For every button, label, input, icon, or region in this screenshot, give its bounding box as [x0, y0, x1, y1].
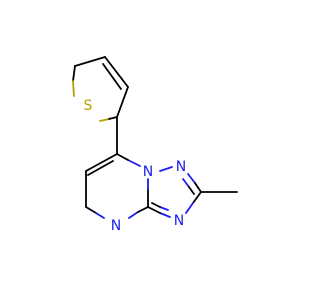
bond-n3-c3a-a — [159, 212, 171, 218]
bridgehead-nitrogen: N — [143, 164, 153, 180]
triazole-nitrogen-2: N — [176, 159, 186, 175]
bond-c3-c4-inner — [102, 63, 122, 90]
pyrimidine-nitrogen: N — [111, 218, 121, 234]
bond-n3-c3a-b — [147, 206, 161, 214]
bond-n1-n2 — [159, 166, 173, 172]
bond-c5-s — [72, 65, 76, 82]
bond-n2-c2-b — [194, 182, 202, 193]
bond-n4-c3a-a — [128, 211, 139, 219]
bond-s-c2b — [108, 116, 118, 120]
bond-n2-c2-double-a — [182, 178, 190, 188]
bond-n2-c2-a — [187, 173, 196, 184]
bond-c2-c3 — [116, 86, 129, 118]
bond-c7-c6-double — [87, 160, 114, 176]
bond-n1-c7-a — [127, 159, 141, 167]
triazole-nitrogen-4: N — [174, 213, 184, 229]
bond-n1-c7-b — [116, 153, 129, 161]
bond-n4-c3a-b — [137, 206, 149, 213]
bond-c7-c6 — [85, 153, 118, 172]
atom-labels: S N N N N — [84, 98, 187, 234]
bond-c3-c4 — [104, 56, 129, 88]
triazole-ring — [147, 166, 202, 218]
bond-c2-n3-a — [192, 191, 202, 204]
bond-n3-c3a-double-b — [151, 202, 161, 208]
bond-s-c2 — [99, 118, 110, 122]
molecule-structure: S N N N N — [72, 56, 238, 234]
thiophene-ring — [72, 56, 129, 122]
pyrimidine-ring — [85, 153, 149, 219]
bond-c5-n4b — [95, 212, 105, 219]
sulfur-atom: S — [84, 98, 93, 114]
bond-c2-n3-b — [185, 202, 194, 214]
bond-c5-s-b — [72, 80, 75, 97]
bond-n3-c3a-double-a — [159, 206, 169, 211]
bond-c5-n4a — [85, 206, 97, 214]
bond-n2-c2-double-b — [188, 186, 195, 195]
bond-c4-c5 — [74, 56, 106, 67]
